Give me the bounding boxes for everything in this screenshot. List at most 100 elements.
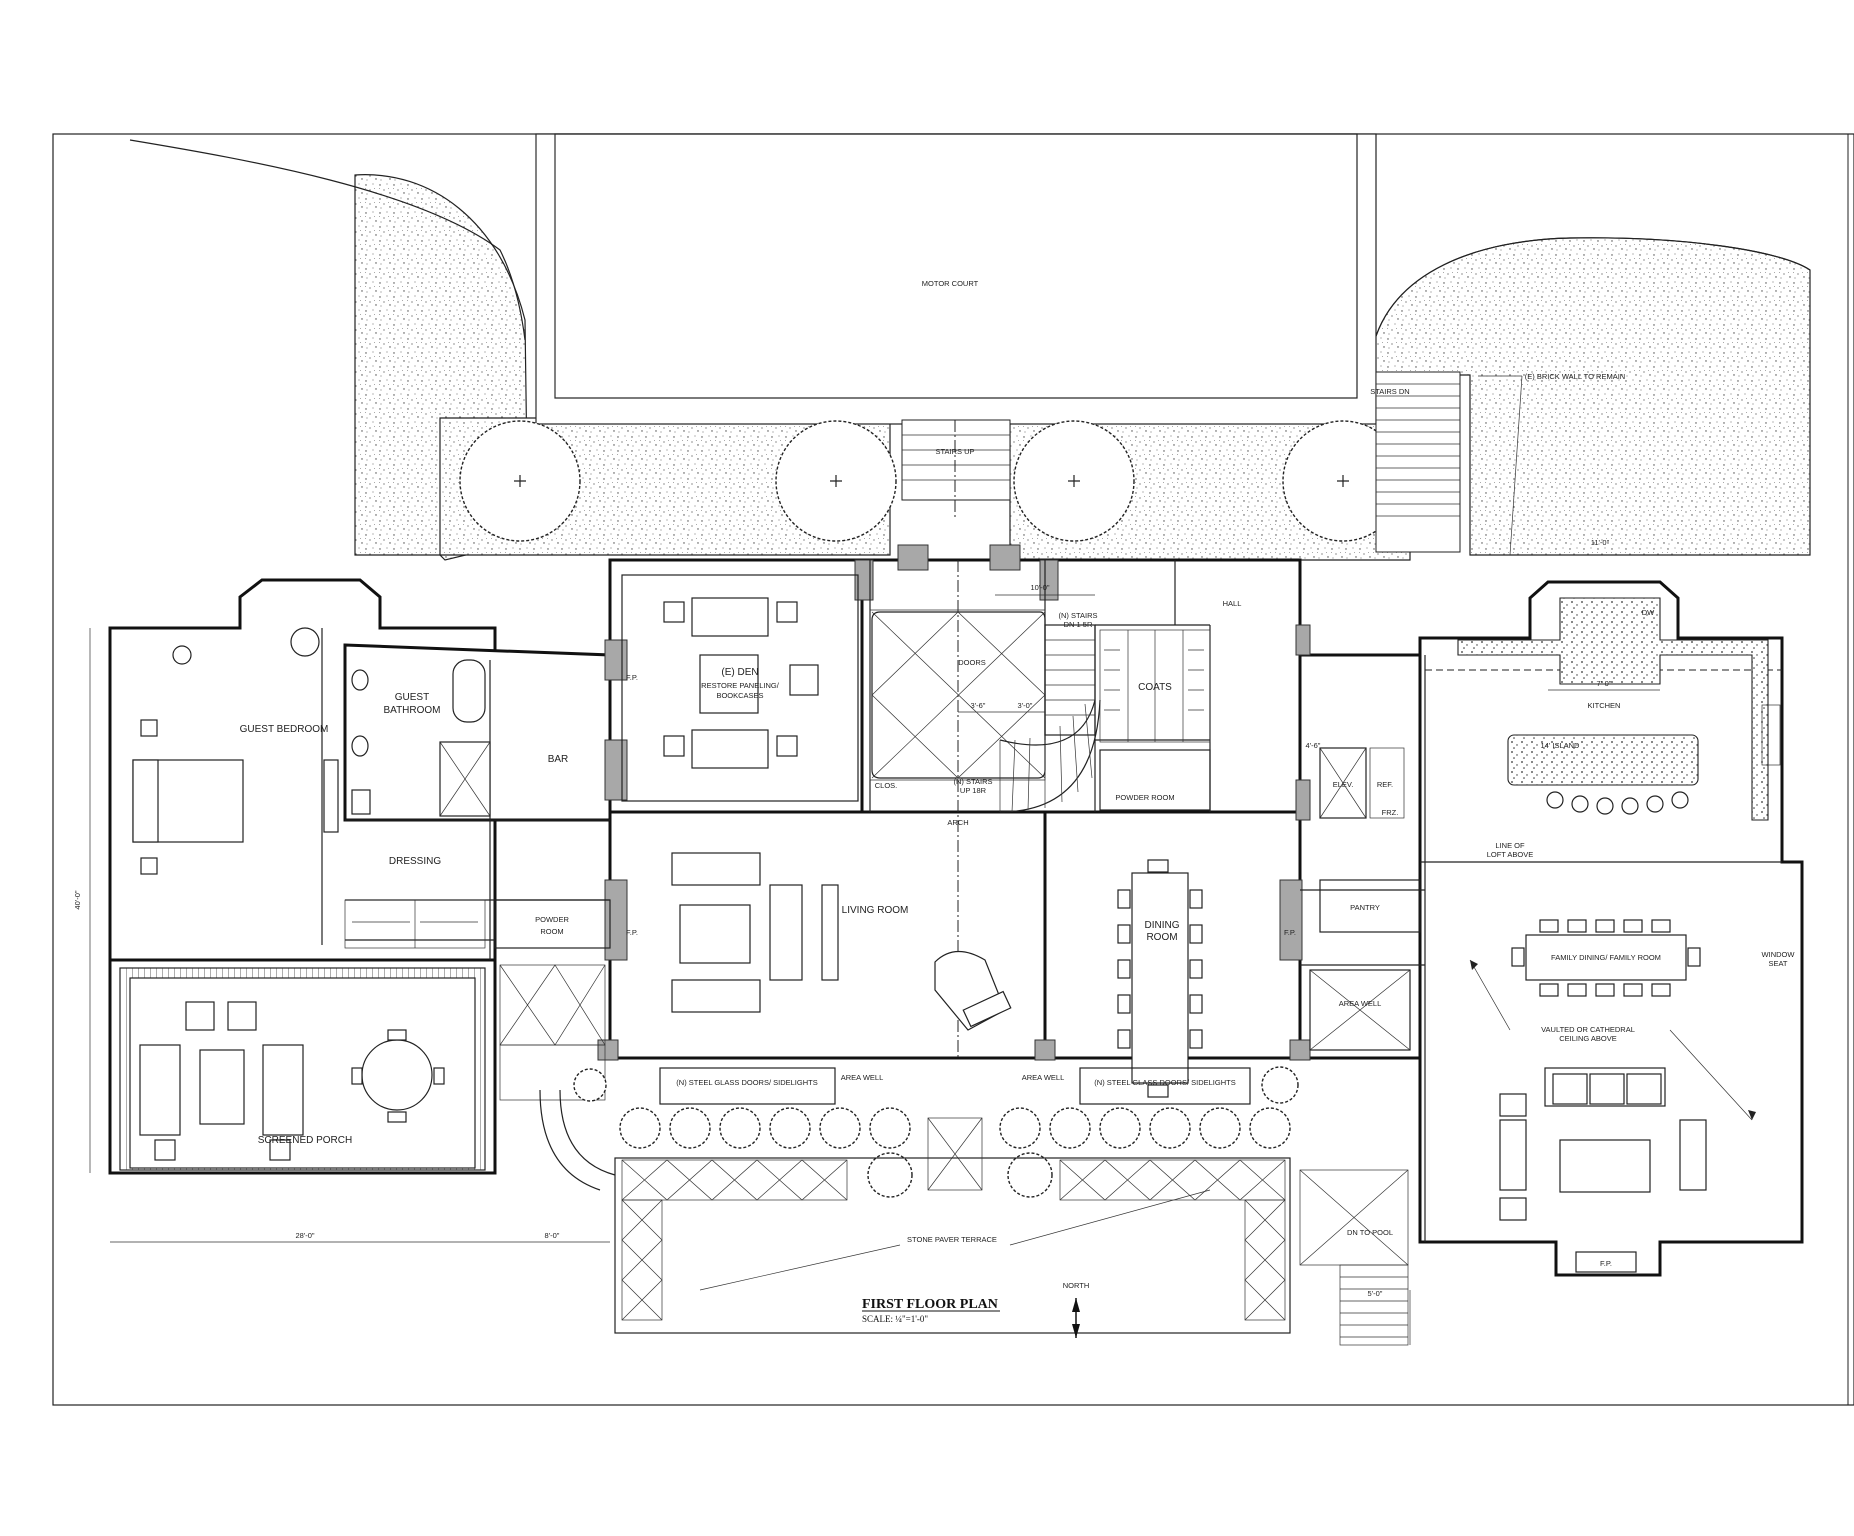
svg-text:VAULTED OR CATHEDRAL: VAULTED OR CATHEDRAL xyxy=(1541,1025,1635,1034)
dining-table xyxy=(1117,859,1203,1098)
motor-court xyxy=(535,133,1377,425)
stone-terrace xyxy=(614,1117,1291,1334)
svg-text:28'-0": 28'-0" xyxy=(295,1231,314,1240)
lawn-curve xyxy=(129,139,526,341)
area-wells xyxy=(499,964,606,1101)
svg-text:BATHROOM: BATHROOM xyxy=(383,705,440,716)
island-stools xyxy=(1546,791,1689,815)
svg-text:14' ISLAND: 14' ISLAND xyxy=(1541,741,1581,750)
living-room-seating xyxy=(671,852,1012,1031)
family-dining-table xyxy=(1511,919,1701,997)
svg-text:ROOM: ROOM xyxy=(540,927,563,936)
den-room xyxy=(621,574,859,802)
den-label: (E) DEN xyxy=(721,667,758,678)
guest-bedroom-furniture xyxy=(132,627,339,875)
svg-text:STAIRS DN: STAIRS DN xyxy=(1370,387,1409,396)
svg-text:8'-0": 8'-0" xyxy=(545,1231,560,1240)
powder-room-left xyxy=(494,899,611,949)
svg-text:DW: DW xyxy=(1642,608,1655,617)
svg-text:ROOM: ROOM xyxy=(1146,932,1177,943)
svg-text:(N) STEEL GLASS DOORS/ SIDELIG: (N) STEEL GLASS DOORS/ SIDELIGHTS xyxy=(676,1078,817,1087)
motor-court-label: MOTOR COURT xyxy=(922,279,979,288)
family-room-seating xyxy=(1499,1067,1707,1221)
powder-room xyxy=(1099,749,1211,811)
svg-text:F.P.: F.P. xyxy=(626,673,638,682)
svg-text:10'-0": 10'-0" xyxy=(1030,583,1049,592)
svg-text:DN TO POOL: DN TO POOL xyxy=(1347,1228,1393,1237)
guest-bedroom-label: GUEST BEDROOM xyxy=(240,724,329,735)
svg-text:F.P.: F.P. xyxy=(1284,928,1296,937)
dining-room-label: DINING xyxy=(1145,920,1180,931)
svg-text:STAIRS UP: STAIRS UP xyxy=(935,447,974,456)
svg-text:CEILING ABOVE: CEILING ABOVE xyxy=(1559,1034,1617,1043)
svg-text:SEAT: SEAT xyxy=(1768,959,1787,968)
svg-text:NORTH: NORTH xyxy=(1063,1281,1090,1290)
svg-text:7'-0": 7'-0" xyxy=(1597,679,1612,688)
svg-text:40'-0": 40'-0" xyxy=(73,890,82,909)
den-seating xyxy=(663,597,819,769)
svg-text:(N) STEEL GLASS DOORS/ SIDELIG: (N) STEEL GLASS DOORS/ SIDELIGHTS xyxy=(1094,1078,1235,1087)
entry-stairs xyxy=(901,419,1011,520)
powder-room-label: POWDER ROOM xyxy=(1115,793,1174,802)
svg-text:AREA WELL: AREA WELL xyxy=(841,1073,884,1082)
ref xyxy=(1369,747,1405,819)
svg-text:(N) STAIRS: (N) STAIRS xyxy=(953,777,992,786)
pool-stair xyxy=(1299,1169,1411,1346)
svg-text:F.P.: F.P. xyxy=(626,928,638,937)
dressing-closets xyxy=(344,899,486,949)
living-room-label: LIVING ROOM xyxy=(842,905,909,916)
elevator xyxy=(1319,747,1367,819)
screened-porch-label: SCREENED PORCH xyxy=(258,1135,352,1146)
guest-bathroom-label: GUEST xyxy=(395,692,429,703)
svg-text:FRZ.: FRZ. xyxy=(1382,808,1399,817)
svg-text:(N) STAIRS: (N) STAIRS xyxy=(1058,611,1097,620)
svg-text:AREA WELL: AREA WELL xyxy=(1339,999,1382,1008)
porch-stair xyxy=(539,1089,601,1191)
drawing-scale: SCALE: ¼"=1'-0" xyxy=(862,1314,928,1324)
svg-text:POWDER: POWDER xyxy=(535,915,569,924)
kitchen-counters xyxy=(1457,597,1781,821)
bar-label: BAR xyxy=(548,754,569,765)
svg-text:3'-0": 3'-0" xyxy=(1018,701,1033,710)
area-well-right xyxy=(1309,969,1411,1051)
vaulted-arrows xyxy=(1469,959,1753,1121)
range xyxy=(1761,704,1781,766)
terrace-shrubs xyxy=(573,1066,1299,1198)
terrace-leader xyxy=(699,1244,901,1291)
pantry xyxy=(1319,879,1421,933)
north-arrow-icon xyxy=(1072,1298,1080,1338)
closets xyxy=(1099,629,1211,743)
coats-label: COATS xyxy=(1138,682,1172,693)
family-room-label: FAMILY DINING/ FAMILY ROOM xyxy=(1551,953,1661,962)
front-trees xyxy=(459,420,1404,542)
screened-porch xyxy=(119,967,486,1171)
svg-text:F.P.: F.P. xyxy=(1600,1259,1612,1268)
side-stairs xyxy=(1375,371,1461,553)
svg-text:BOOKCASES: BOOKCASES xyxy=(716,691,763,700)
svg-text:(E) BRICK WALL TO REMAIN: (E) BRICK WALL TO REMAIN xyxy=(1525,372,1625,381)
svg-text:ARCH: ARCH xyxy=(947,818,968,827)
svg-text:5'-0": 5'-0" xyxy=(1368,1289,1383,1298)
svg-text:WINDOW: WINDOW xyxy=(1762,950,1796,959)
svg-text:CLOS.: CLOS. xyxy=(875,781,898,790)
svg-text:LOFT ABOVE: LOFT ABOVE xyxy=(1487,850,1534,859)
svg-text:3'-6": 3'-6" xyxy=(971,701,986,710)
guest-bath-fixtures xyxy=(351,659,491,817)
svg-text:4'-6": 4'-6" xyxy=(1306,741,1321,750)
family-fireplace xyxy=(1575,1251,1637,1273)
kitchen-island xyxy=(1507,734,1699,786)
pantry-label: PANTRY xyxy=(1350,903,1380,912)
hall-label: HALL xyxy=(1223,599,1242,608)
dressing-label: DRESSING xyxy=(389,856,441,867)
svg-text:AREA WELL: AREA WELL xyxy=(1022,1073,1065,1082)
svg-text:DN 1 5R: DN 1 5R xyxy=(1064,620,1093,629)
kitchen-label: KITCHEN xyxy=(1588,701,1621,710)
svg-text:LINE OF: LINE OF xyxy=(1495,841,1525,850)
svg-text:RESTORE PANELING/: RESTORE PANELING/ xyxy=(701,681,780,690)
svg-text:11'-0": 11'-0" xyxy=(1591,538,1610,547)
front-doors xyxy=(659,1067,1251,1105)
elev-label: ELEV. xyxy=(1333,780,1354,789)
svg-text:UP 18R: UP 18R xyxy=(960,786,987,795)
drawing-title: FIRST FLOOR PLAN xyxy=(862,1297,998,1312)
